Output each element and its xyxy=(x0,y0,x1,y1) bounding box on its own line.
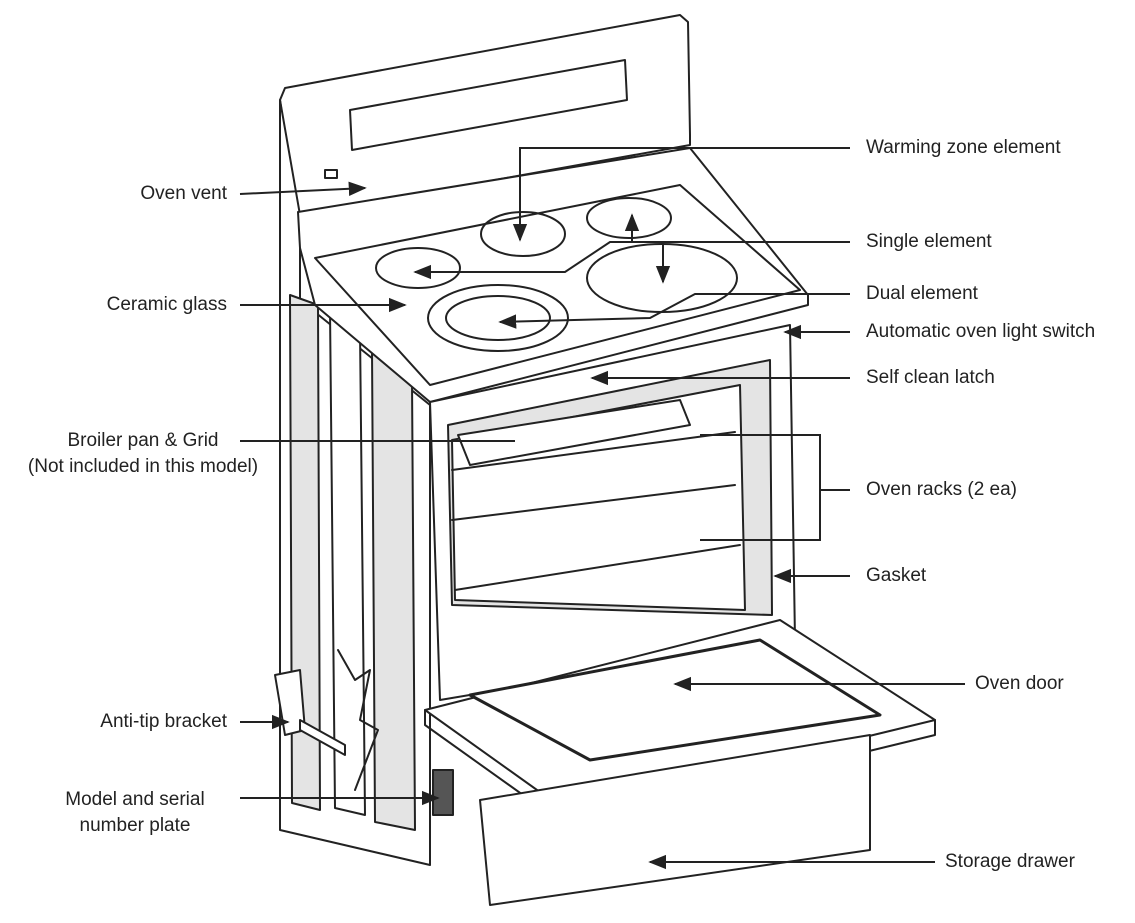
label-self-clean-latch: Self clean latch xyxy=(866,367,995,388)
burner-warming-zone xyxy=(480,211,566,257)
display-window xyxy=(349,59,628,151)
left-side-recess-3 xyxy=(371,349,416,831)
leader-oven-racks-bracket xyxy=(700,434,821,541)
burner-left-rear xyxy=(375,247,461,289)
label-ceramic-glass: Ceramic glass xyxy=(106,294,227,315)
leader-dual-element xyxy=(498,293,850,329)
burner-single-rear xyxy=(586,197,672,239)
oven-rack-upper xyxy=(451,431,736,471)
console-indicator xyxy=(324,169,338,179)
broiler-pan xyxy=(457,399,691,466)
label-broiler-line2: (Not included in this model) xyxy=(27,456,259,477)
leader-oven-vent xyxy=(239,181,367,196)
label-model-serial-line2: number plate xyxy=(79,815,191,836)
label-single-element: Single element xyxy=(866,231,992,252)
door-window xyxy=(468,638,882,762)
model-plate xyxy=(432,769,454,816)
label-warming-zone-element: Warming zone element xyxy=(866,137,1061,158)
label-model-serial-line1: Model and serial xyxy=(65,789,205,810)
label-storage-drawer: Storage drawer xyxy=(945,851,1075,872)
label-oven-vent: Oven vent xyxy=(140,183,227,204)
oven-rack-floor xyxy=(454,544,741,591)
label-dual-element: Dual element xyxy=(866,283,978,304)
label-broiler-line1: Broiler pan & Grid xyxy=(67,430,219,451)
burner-front-left xyxy=(427,284,569,352)
leader-warming-zone xyxy=(512,147,850,242)
label-oven-racks: Oven racks (2 ea) xyxy=(866,479,1017,500)
label-automatic-oven-light-switch: Automatic oven light switch xyxy=(866,321,1096,342)
label-anti-tip-bracket: Anti-tip bracket xyxy=(100,711,227,732)
label-gasket: Gasket xyxy=(866,565,927,586)
label-oven-door: Oven door xyxy=(975,673,1064,694)
oven-rack-lower xyxy=(451,484,736,521)
